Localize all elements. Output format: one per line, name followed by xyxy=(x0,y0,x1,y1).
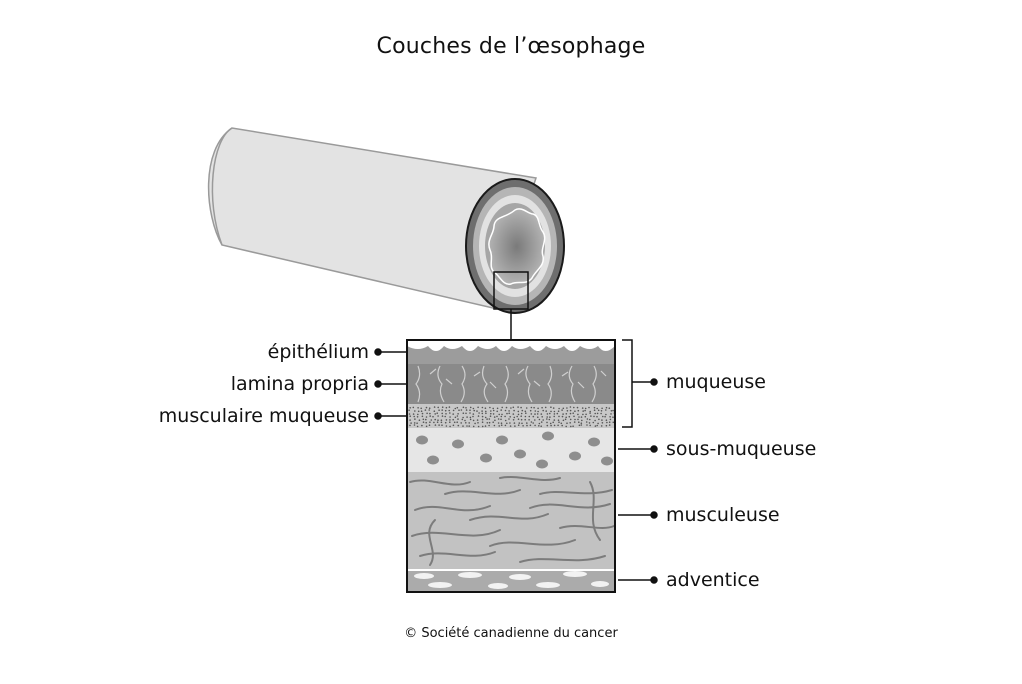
esophagus-cross-section xyxy=(465,178,565,314)
muqueuse-bracket xyxy=(622,339,633,428)
diagram-title: Couches de l’œsophage xyxy=(376,34,646,59)
layer-block xyxy=(407,340,615,592)
label-musculaire-muqueuse: musculaire muqueuse xyxy=(158,405,369,427)
label-adventice: adventice xyxy=(666,569,760,591)
lumen-shape xyxy=(488,208,546,285)
epithelium-surface xyxy=(407,340,615,351)
esophagus-tube xyxy=(207,127,537,309)
musculaire-muqueuse-stipple xyxy=(408,406,615,428)
adventice-fat-cells xyxy=(414,571,609,589)
label-epithelium: épithélium xyxy=(267,341,369,363)
musculeuse-fibers xyxy=(409,476,615,566)
right-leaders xyxy=(618,378,658,584)
lamina-propria-fibers xyxy=(415,365,607,403)
esophagus-tube-end xyxy=(211,127,233,246)
label-muqueuse: muqueuse xyxy=(666,371,766,393)
musculeuse-layer xyxy=(407,472,615,570)
label-musculeuse: musculeuse xyxy=(666,504,780,526)
label-lamina-propria: lamina propria xyxy=(230,373,369,395)
sous-muqueuse-layer xyxy=(407,428,615,472)
copyright-notice: © Société canadienne du cancer xyxy=(404,626,618,641)
left-leaders xyxy=(374,348,407,420)
layer-block-border xyxy=(406,339,616,593)
sous-muqueuse-cells xyxy=(416,431,613,469)
label-sous-muqueuse: sous-muqueuse xyxy=(666,438,817,460)
